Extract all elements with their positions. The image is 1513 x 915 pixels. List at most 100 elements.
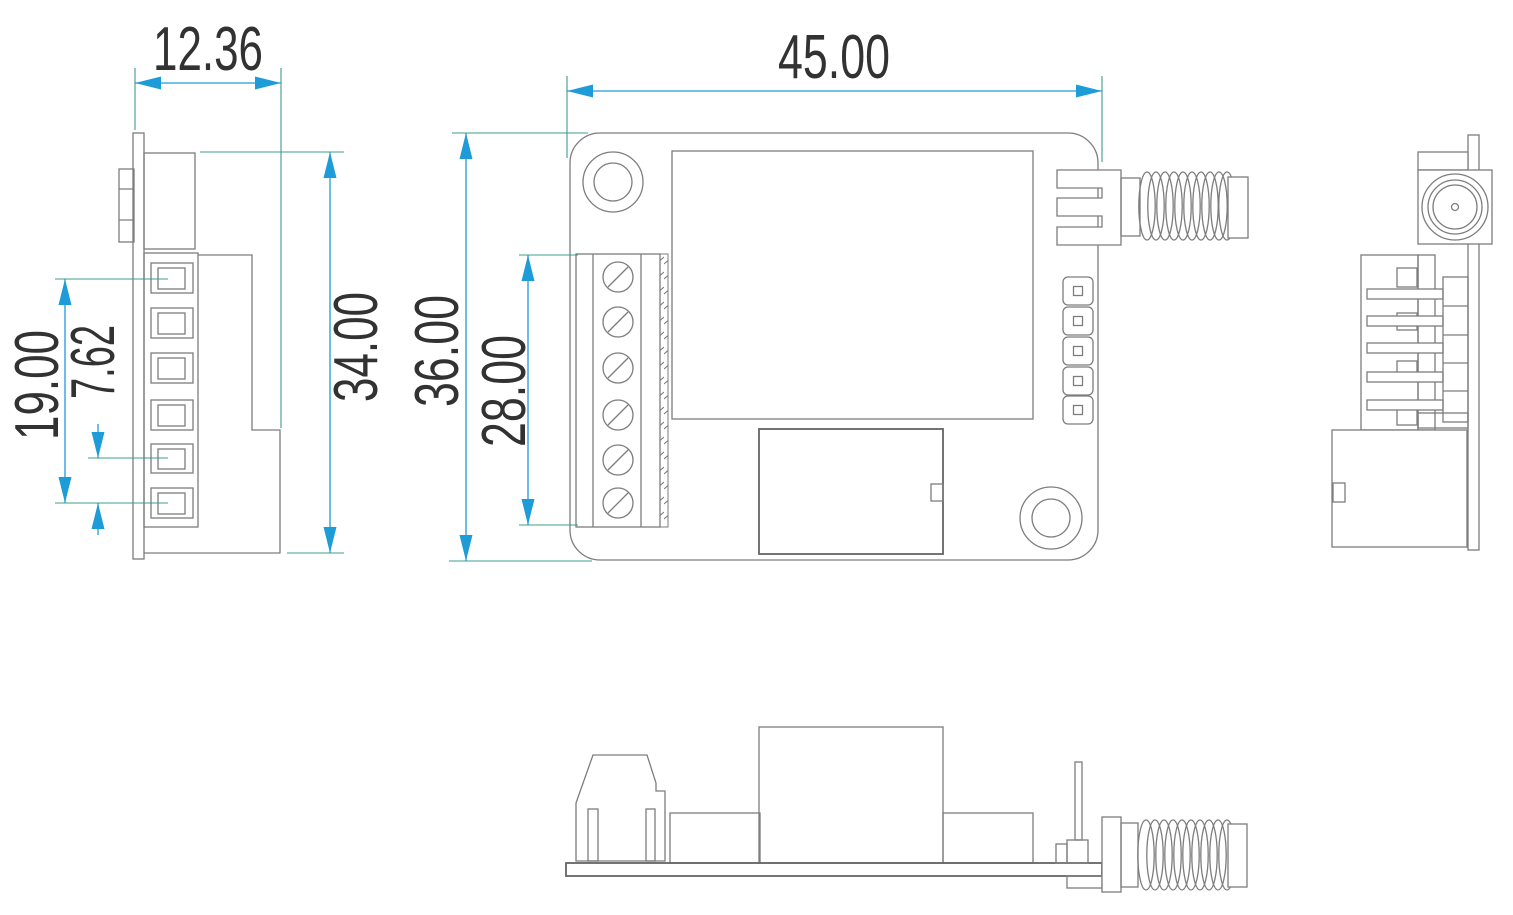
header-pin: [1062, 276, 1094, 306]
side-terminal-pins: [150, 262, 194, 519]
front-header: [1062, 276, 1094, 425]
header-pin-side: [1366, 342, 1444, 354]
terminal-pin: [150, 307, 194, 339]
bottom-view: [565, 726, 1248, 893]
sma-end-cap: [1227, 176, 1249, 239]
thread-loop: [1174, 171, 1192, 241]
bottom-component-left: [669, 812, 761, 864]
header-pin: [1062, 366, 1094, 396]
arrowhead: [135, 76, 161, 90]
terminal-pin-inner: [157, 404, 186, 427]
dim-side-height: 34.00: [200, 151, 391, 554]
front-module-notch: [930, 483, 944, 502]
header-pin-contact: [1072, 375, 1084, 387]
dim-front-height: 36.00: [403, 132, 592, 562]
screw-slot: [607, 357, 629, 379]
sma-face-mid-ring: [1427, 179, 1483, 235]
screw-slot: [607, 449, 629, 471]
arrowhead: [255, 76, 281, 90]
front-module: [758, 428, 944, 555]
sma-flange: [1101, 816, 1122, 893]
bottom-pcb-bar: [565, 862, 1103, 877]
terminal-body-lines: [592, 254, 642, 527]
thread-loop: [1192, 171, 1210, 241]
terminal-hatch-strip: [659, 253, 669, 528]
sma-face-body: [1417, 169, 1493, 245]
arrowhead: [459, 535, 473, 561]
antenna-pin-base: [1066, 839, 1089, 864]
mounting-hole-top-left: [593, 162, 633, 202]
arrowhead: [521, 499, 535, 525]
sma-thread-coil: [1137, 819, 1236, 891]
right-module-notch: [1332, 482, 1346, 503]
thread-loop: [1173, 819, 1191, 891]
thread-loop: [1138, 171, 1156, 241]
header-pin-side: [1366, 315, 1444, 327]
thread-loop: [1146, 819, 1164, 891]
dim-label-side-height: 34.00: [322, 292, 391, 402]
arrowhead: [1076, 84, 1102, 98]
dim-label-pin-pitch: 7.62: [59, 325, 128, 399]
bottom-component-right: [942, 812, 1034, 864]
pin-block-dividers: [1443, 305, 1468, 392]
sma-barrel: [1120, 822, 1139, 888]
front-board-outline: [569, 132, 1099, 561]
header-pin-side: [1366, 371, 1444, 383]
header-pin-contact: [1072, 315, 1084, 327]
screw-slot: [607, 266, 629, 288]
terminal-pin: [150, 399, 194, 431]
terminal-leg: [645, 808, 656, 862]
terminal-pin-inner: [157, 448, 186, 470]
arrowhead: [91, 503, 105, 529]
terminal-leg: [587, 808, 599, 862]
header-pin: [1062, 336, 1094, 366]
right-header-base: [1417, 412, 1469, 429]
thread-loop: [1191, 819, 1209, 891]
screw-slot: [607, 492, 629, 514]
arrowhead: [323, 152, 337, 178]
arrowhead: [91, 432, 105, 458]
thread-loop: [1200, 819, 1218, 891]
bottom-pcb-step: [1066, 875, 1103, 889]
dim-label-pin-row-span: 19.00: [3, 330, 72, 440]
mounting-hole-bottom-right: [1031, 498, 1071, 538]
thread-loop: [1210, 171, 1228, 241]
screw-slot: [607, 311, 629, 333]
thread-loop: [1155, 819, 1173, 891]
sma-flange-prongs: [1056, 169, 1122, 246]
dim-front-width: 45.00: [566, 23, 1103, 162]
terminal-pin: [150, 352, 194, 384]
terminal-screw: [602, 306, 634, 338]
sma-end-cap: [1227, 823, 1248, 888]
front-shield-can: [671, 150, 1034, 420]
thread-loop: [1147, 171, 1165, 241]
sma-face-inner-ring: [1432, 184, 1478, 230]
antenna-pin-mount: [1055, 843, 1068, 864]
bottom-shield-profile: [758, 726, 944, 864]
right-module: [1331, 429, 1468, 548]
terminal-pin-inner: [157, 357, 186, 380]
mounting-hole-top-left-pad: [582, 151, 644, 213]
sma-barrel: [1120, 177, 1141, 237]
arrowhead: [459, 133, 473, 159]
header-pin: [1062, 395, 1094, 425]
front-view: [569, 132, 1249, 561]
right-view: [1331, 134, 1493, 551]
antenna-pin: [1074, 761, 1083, 841]
terminal-screw: [602, 352, 634, 384]
thread-loop: [1183, 171, 1201, 241]
terminal-screws: [602, 261, 634, 519]
side-view: [118, 132, 281, 560]
arrowhead: [58, 477, 72, 503]
thread-loop: [1209, 819, 1227, 891]
thread-loop: [1165, 171, 1183, 241]
arrowhead: [567, 84, 593, 98]
dim-label-front-height: 36.00: [403, 295, 472, 407]
header-latch: [1396, 267, 1418, 288]
dim-terminal-span: 28.00: [470, 254, 578, 526]
right-pin-block-column: [1442, 276, 1469, 423]
thread-loop: [1182, 819, 1200, 891]
sma-center-pin: [1450, 202, 1460, 212]
